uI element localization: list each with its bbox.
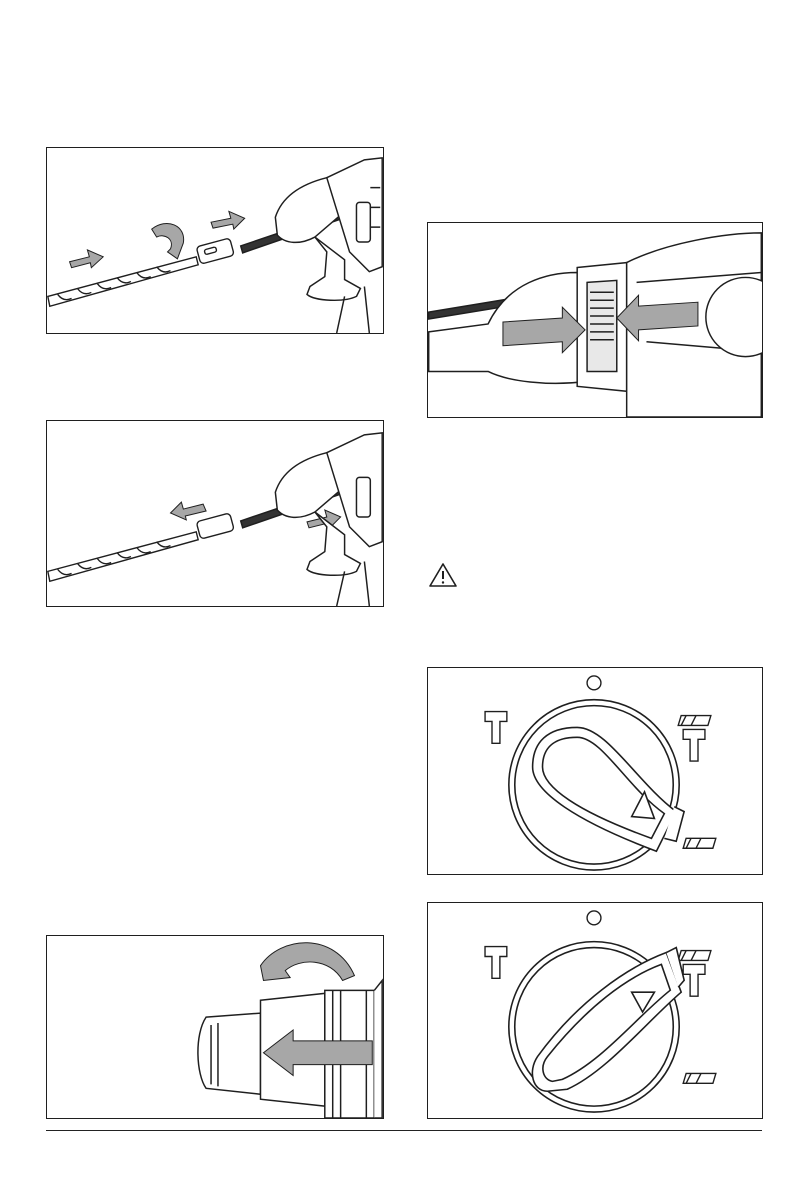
mode-selector-icon [509,942,684,1112]
hammer-drill-icon [241,158,382,333]
drill-bit-icon [48,238,234,306]
mode-button-press-figure [427,222,763,418]
hammer-symbol-icon [485,947,507,979]
hammer-drill-icon [241,433,382,606]
remove-bit-figure [46,420,384,607]
chuck-removal-figure [46,935,384,1119]
drill-symbol-icon [683,1073,716,1083]
drill-symbol-icon [683,838,716,848]
footer-rule [46,1130,762,1131]
pull-arrow-icon [170,502,206,520]
mode-selector-icon [509,700,684,870]
hammer-drill-symbol-icon [678,716,711,762]
push-arrow-icon [211,211,245,229]
insert-bit-figure [46,147,384,334]
mode-dial-figure-2 [427,902,763,1119]
mode-dial-figure-1 [427,667,763,875]
push-arrow-icon [70,250,104,268]
drill-bit-icon [48,513,234,581]
warning-triangle-icon [428,562,458,588]
hammer-symbol-icon [485,712,507,744]
rotate-arrow-icon [261,943,355,981]
rotate-arrow-icon [152,223,184,258]
